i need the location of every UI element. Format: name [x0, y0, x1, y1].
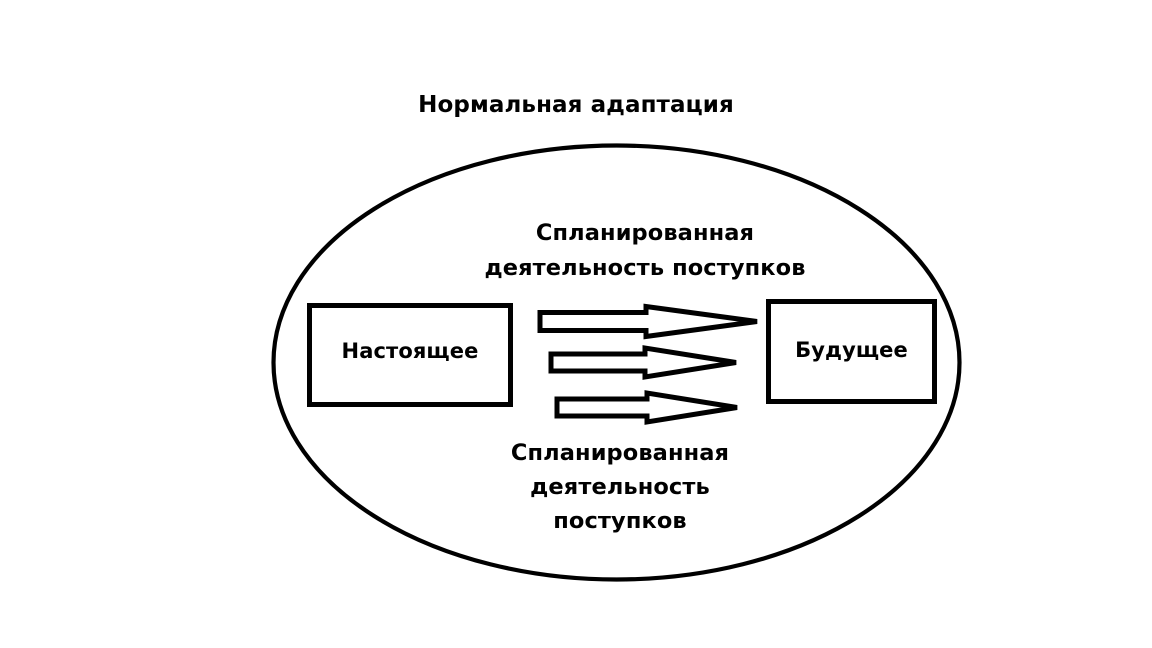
- arrow-3: [554, 390, 738, 425]
- future-box[interactable]: [766, 299, 937, 404]
- lower-flow-label: Спланированная деятельность поступков: [510, 440, 730, 535]
- page-title: Нормальная адаптация: [418, 92, 734, 118]
- normal-adaptation-ellipse: [271, 143, 962, 582]
- present-box[interactable]: [307, 303, 513, 407]
- arrow-2: [548, 345, 737, 380]
- present-box-label: Настоящее: [341, 339, 479, 363]
- arrow-1: [537, 303, 758, 340]
- upper-flow-label: Спланированная деятельность поступков: [484, 220, 806, 281]
- future-box-label: Будущее: [795, 338, 908, 362]
